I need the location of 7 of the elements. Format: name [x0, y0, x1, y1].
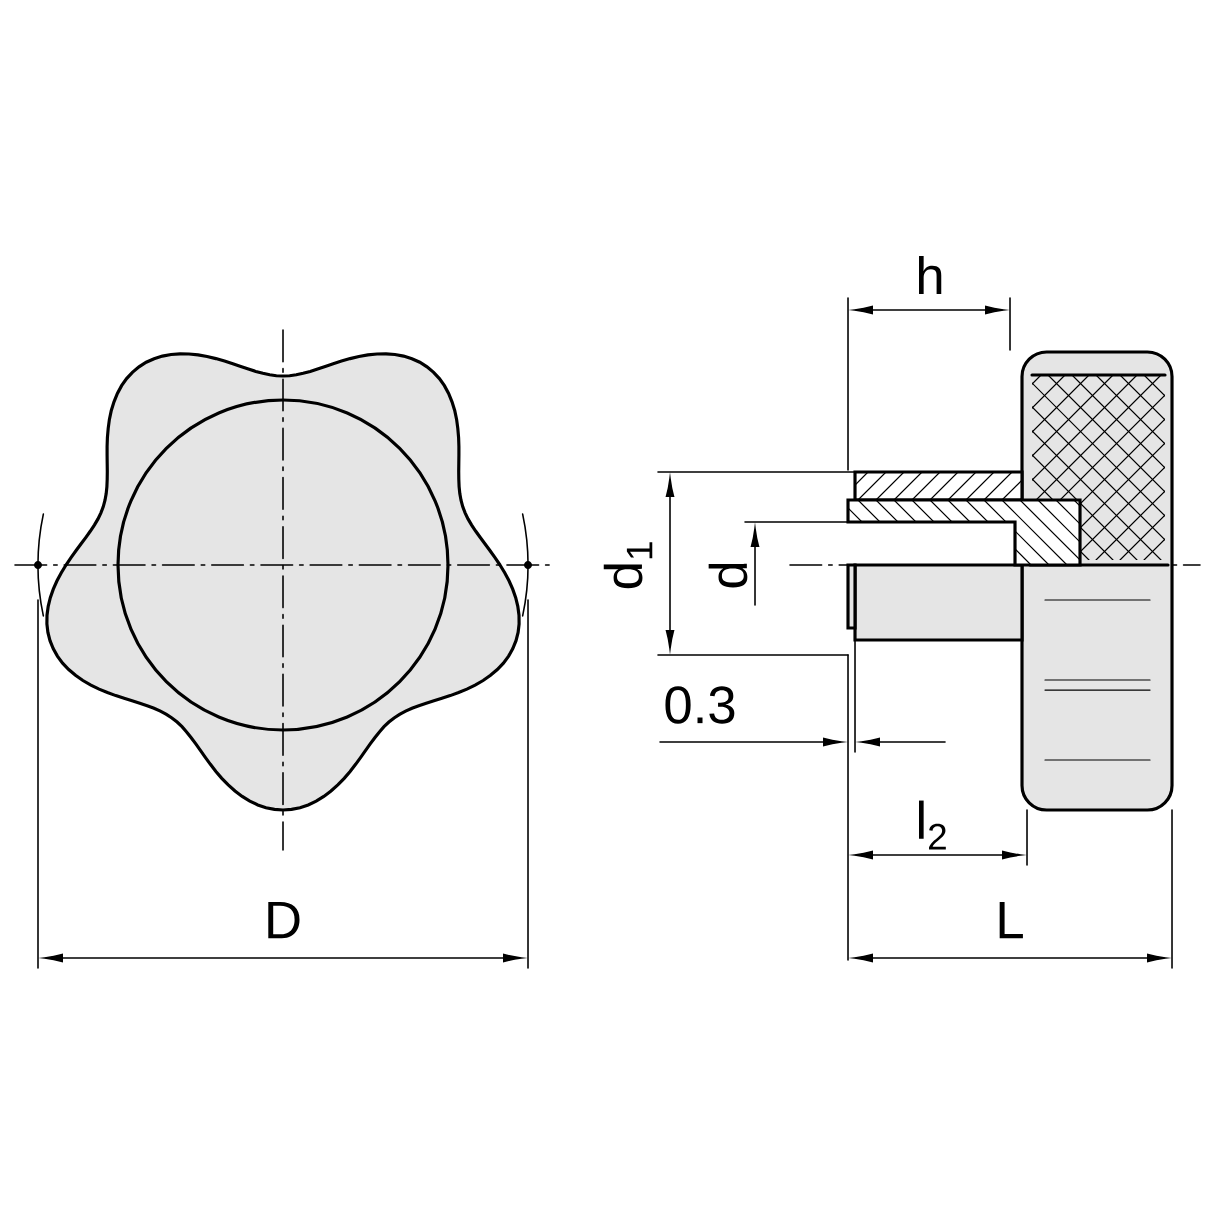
dimension-label: D	[268, 901, 300, 939]
dimension-label: 0.3	[665, 686, 735, 724]
dimension-label: L	[999, 901, 1023, 939]
dimension-label: h	[919, 255, 942, 295]
dimension-label: d	[708, 563, 748, 588]
dimension-label: d$_{1}$	[603, 542, 653, 589]
dimension-label: l$_{2}$	[919, 800, 946, 850]
